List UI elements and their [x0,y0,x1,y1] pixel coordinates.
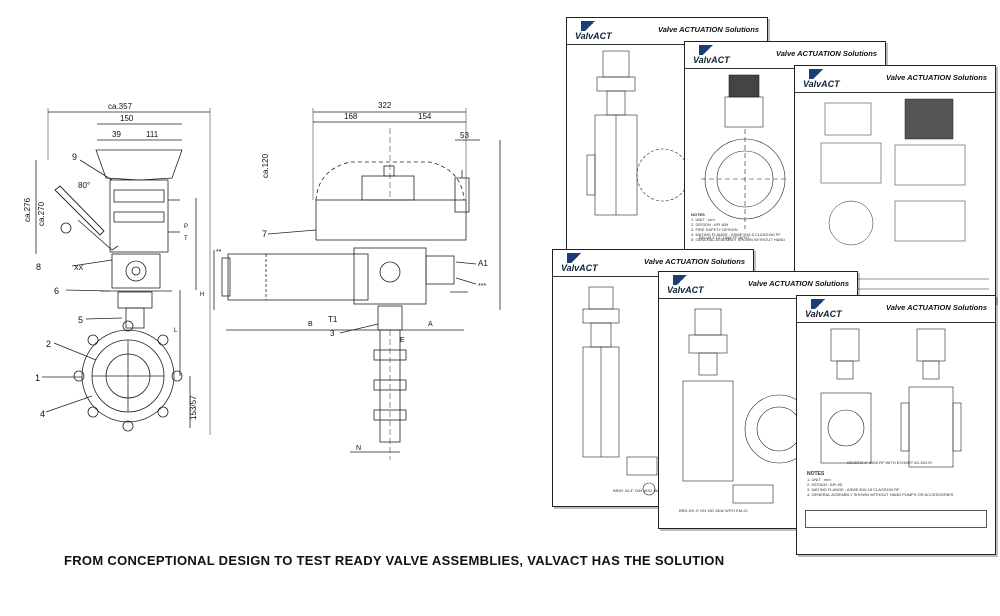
callout-2: 2 [46,339,51,349]
sheet-title: Valve ACTUATION Solutions [658,25,759,34]
callout-a: A [428,321,433,328]
main-drawing: ca.357 150 39 111 80° ca.276 ca.270 153/… [23,101,501,460]
dim-120: ca.120 [261,153,270,178]
sheet-6-drawing [820,328,962,468]
callout-e: E [400,337,405,344]
callout-a1: A1 [478,259,488,268]
callout-star2: ** [216,249,222,256]
callout-6: 6 [54,286,59,296]
sheet-2-drawing [701,74,789,229]
sheet-6-notes: NOTES 1. UNIT : mm 2. DESIGN : API 6D 3.… [807,471,954,498]
sheet-header: ValvACT Valve ACTUATION Solutions [659,272,857,299]
datasheet-3: ValvACT Valve ACTUATION Solutions [794,65,996,303]
callout-l: L [174,328,178,334]
valvact-logo: ValvACT [575,21,612,41]
dim-322: 322 [378,101,392,110]
sheet-title: Valve ACTUATION Solutions [644,257,745,266]
callout-8: 8 [36,262,41,272]
callout-h: H [200,292,204,298]
callout-9: 9 [72,152,77,162]
dim-h-bottom: 153/57 [189,395,198,420]
valvact-logo: ValvACT [693,45,730,65]
dim-111: 111 [146,130,159,139]
callout-t1: T1 [328,315,338,324]
dim-39: 39 [112,130,121,139]
callout-b: B [308,321,313,328]
front-view [213,108,501,460]
callout-star3: *** [478,283,486,290]
sheet-header: ValvACT Valve ACTUATION Solutions [553,250,753,277]
dim-154: 154 [418,112,432,121]
sheet-2-notes: NOTES 1. UNIT : mm 2. DESIGN : API 609 3… [691,212,786,242]
sheet-1-drawing [586,50,690,216]
sheet-title: Valve ACTUATION Solutions [776,49,877,58]
dim-53: 53 [460,131,469,140]
sheet-4-caption: BRAY 34 4" DIN 1633 150# [613,488,662,493]
lug-bolts [73,320,183,432]
callout-xx: XX [74,265,84,272]
callout-5: 5 [78,315,83,325]
sheet-header: ValvACT Valve ACTUATION Solutions [567,18,767,45]
callout-3: 3 [330,329,335,338]
callout-4: 4 [40,409,45,419]
datasheet-6: ValvACT Valve ACTUATION Solutions SEVETO… [796,295,996,555]
sheet-6-table [805,510,987,528]
sheet-title: Valve ACTUATION Solutions [748,279,849,288]
dim-h-left2: ca.270 [37,201,46,226]
dim-angle: 80° [78,181,90,190]
sheet-header: ValvACT Valve ACTUATION Solutions [685,42,885,69]
dim-168: 168 [344,112,358,121]
sheet-3-drawing [801,98,989,300]
dim-150: 150 [120,114,134,123]
valvact-logo: ValvACT [561,253,598,273]
callout-n: N [356,445,361,452]
sheet-title: Valve ACTUATION Solutions [886,303,987,312]
sheet-header: ValvACT Valve ACTUATION Solutions [797,296,995,323]
callout-t: T [184,236,188,242]
valvact-logo: ValvACT [667,275,704,295]
sheet-2-caption: BELVA 3 12" 150# FF WITH [699,235,749,240]
side-view [35,108,211,435]
callout-7: 7 [262,229,267,239]
dim-h-left: ca.276 [23,197,32,222]
dim-width-overall: ca.357 [108,102,133,111]
sheet-6-caption: SEVETO 4" 150# RF WITH ECHART 60-150-S+ [847,460,934,465]
sheet-header: ValvACT Valve ACTUATION Solutions [795,66,995,93]
sheet-title: Valve ACTUATION Solutions [886,73,987,82]
valvact-logo: ValvACT [805,299,842,319]
sheet-4-drawing [582,286,658,496]
callout-1: 1 [35,373,40,383]
callout-p: P [184,224,188,230]
sheet-5-caption: BRD-SH 4" DN 150 150# WITH EM-21 [679,508,748,513]
tagline-caption: FROM CONCEPTIONAL DESIGN TO TEST READY V… [64,553,725,568]
valvact-logo: ValvACT [803,69,840,89]
